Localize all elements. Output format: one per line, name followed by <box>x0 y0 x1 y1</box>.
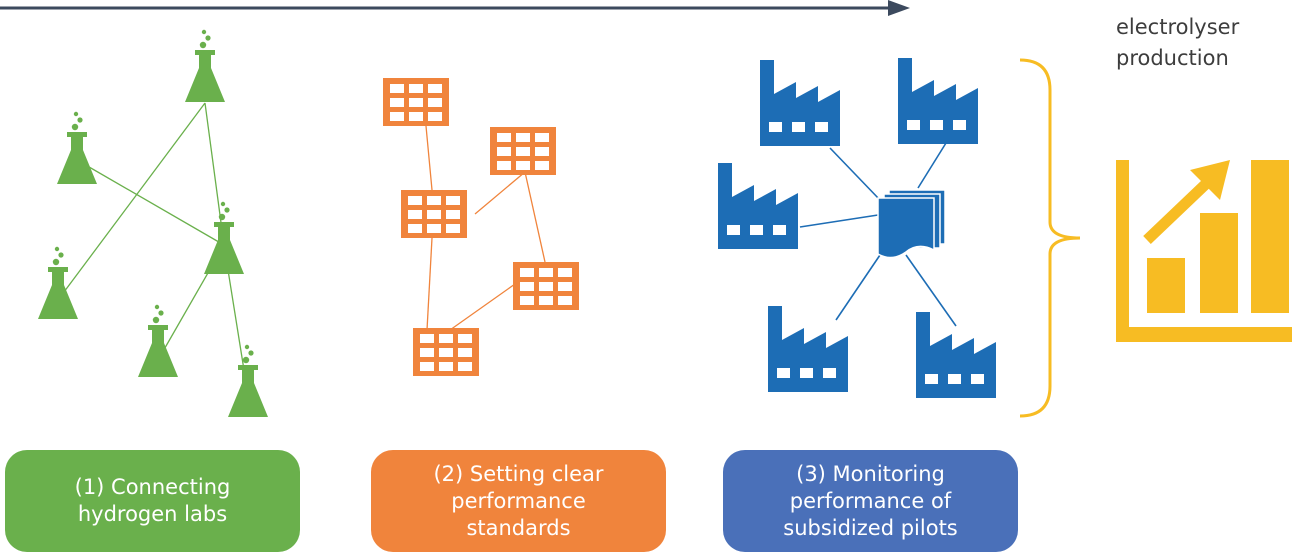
flask-icon <box>57 111 97 184</box>
step-1-box: (1) Connecting hydrogen labs <box>5 450 300 552</box>
bracket <box>1019 58 1081 418</box>
growth-chart-icon <box>1116 160 1292 342</box>
pilots-connections <box>799 142 957 327</box>
step-3-box: (3) Monitoring performance of subsidized… <box>723 450 1018 552</box>
table-grid-icon <box>513 262 579 310</box>
table-grid-icon <box>413 328 479 376</box>
table-grid-icon <box>490 127 556 175</box>
flask-icon <box>204 201 244 274</box>
labs-network <box>38 29 268 417</box>
flask-icon <box>185 29 225 102</box>
pilots-network <box>718 58 996 398</box>
table-grid-icon <box>383 78 449 126</box>
table-grid-icon <box>401 190 467 238</box>
factory-icon <box>760 60 840 146</box>
step-1-label: (1) Connecting hydrogen labs <box>74 475 231 526</box>
factory-icon <box>898 58 978 144</box>
step-3-label: (3) Monitoring performance of subsidized… <box>783 461 958 540</box>
step-2-label: (2) Setting clear performance standards <box>433 461 604 540</box>
flask-icon <box>228 344 268 417</box>
factory-icon <box>718 163 798 249</box>
standards-connections <box>425 125 546 331</box>
flask-icon <box>38 246 78 319</box>
production-label: electrolyser production <box>1116 15 1240 70</box>
step-2-box: (2) Setting clear performance standards <box>371 450 666 552</box>
timeline-arrow <box>0 0 910 16</box>
documents-icon <box>877 189 946 259</box>
flask-icon <box>138 304 178 377</box>
standards-network <box>383 78 579 376</box>
